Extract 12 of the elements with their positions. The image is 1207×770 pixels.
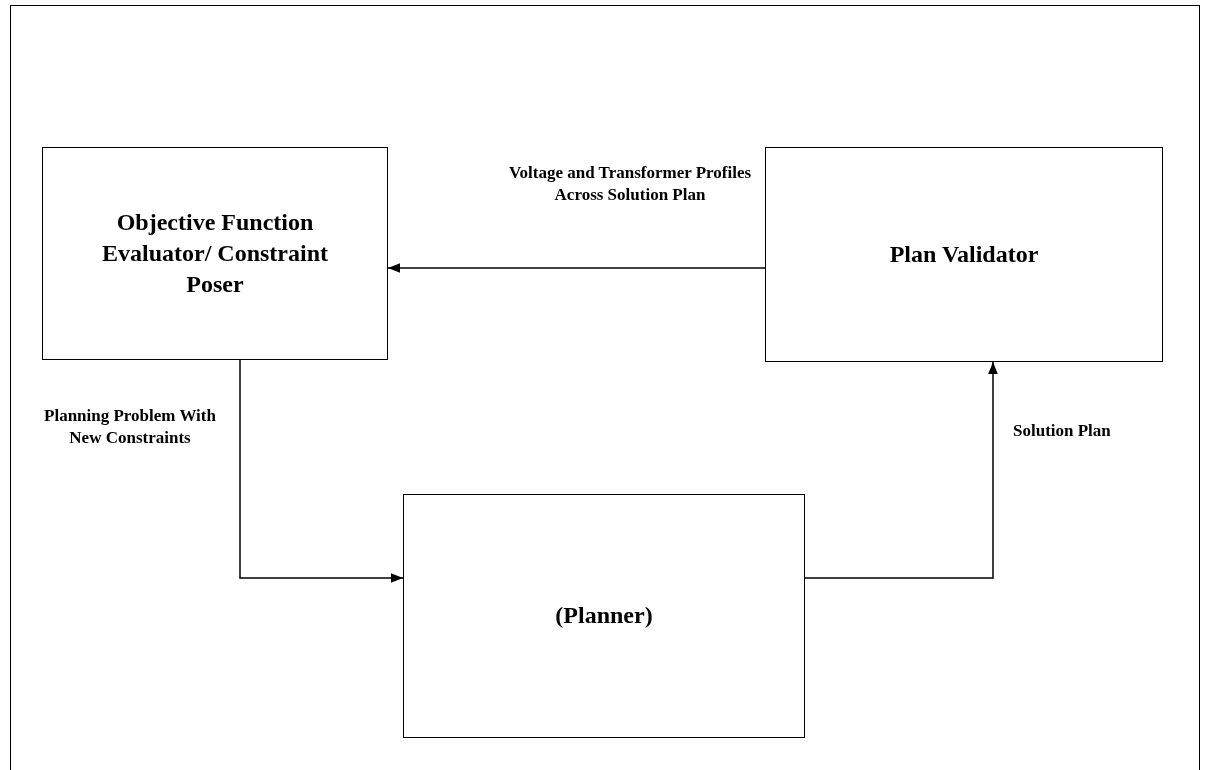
box-label: Objective Function Evaluator/ Constraint Poser: [101, 207, 329, 300]
process-box: [403, 494, 805, 738]
process-box: [765, 147, 1163, 362]
edge-label: Planning Problem With New Constraints: [43, 405, 217, 450]
edge-label: Voltage and Transformer Profiles Across Solution Plan: [507, 162, 753, 207]
arrow: [239, 359, 404, 583]
box-label: (Planner): [555, 601, 653, 631]
arrow: [804, 361, 998, 579]
edge-label: Solution Plan: [1013, 420, 1112, 442]
box-label: Plan Validator: [889, 239, 1039, 269]
process-box: [42, 147, 388, 360]
arrow: [387, 263, 766, 273]
